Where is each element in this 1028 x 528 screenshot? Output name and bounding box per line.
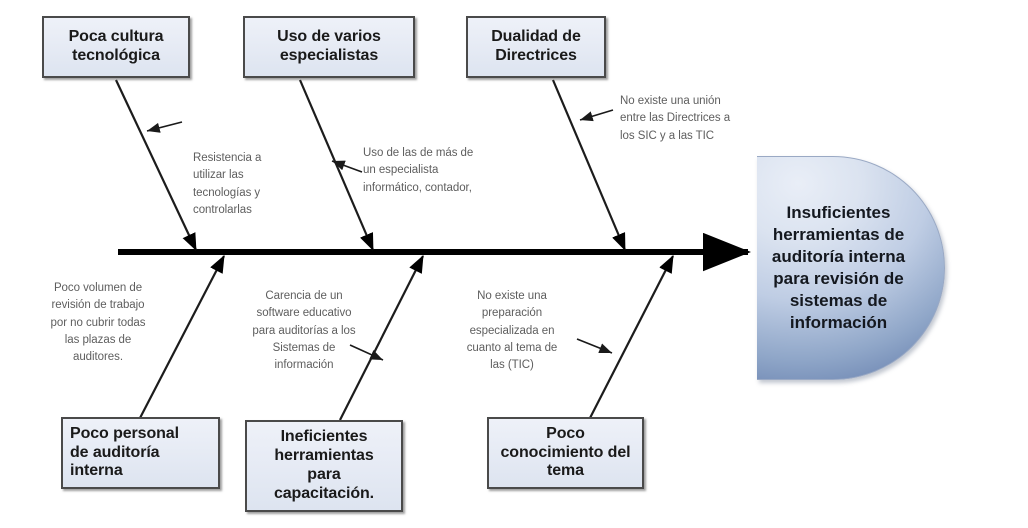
cause-box-label: Dualidad de Directrices — [491, 28, 581, 64]
cause-box-label: Poca cultura tecnológica — [68, 28, 164, 64]
bone-bottom-1 — [139, 255, 225, 419]
note-pointer-bottom-3 — [576, 338, 613, 354]
note-no-existe-union-directrices: No existe una unión entre las Directrice… — [620, 93, 780, 145]
cause-box-ineficientes-herramientas-capacitacion[interactable]: Ineficientes herramientas para capacitac… — [245, 420, 403, 512]
cause-box-label: Uso de varios especialistas — [277, 28, 381, 64]
cause-box-label: Poco personal de auditoría interna — [70, 424, 179, 480]
note-text: No existe una unión entre las Directrice… — [620, 95, 731, 142]
note-resistencia-tecnologias: Resistencia a utilizar las tecnologías y… — [193, 150, 313, 219]
note-pointer-top-2 — [331, 160, 363, 173]
note-text: Uso de las de más de un especialista inf… — [363, 147, 474, 194]
note-uso-mas-de-un-especialista: Uso de las de más de un especialista inf… — [363, 145, 523, 197]
cause-box-poco-personal-auditoria-interna[interactable]: Poco personal de auditoría interna — [61, 417, 220, 489]
note-pointer-bottom-2 — [349, 344, 384, 361]
note-text: Poco volumen de revisión de trabajo por … — [50, 282, 146, 363]
bone-bottom-3 — [589, 255, 674, 419]
cause-box-poca-cultura-tecnologica[interactable]: Poca cultura tecnológica — [42, 16, 190, 78]
note-no-existe-preparacion-tic: No existe una preparación especializada … — [442, 288, 582, 374]
bone-top-1 — [115, 79, 197, 251]
note-carencia-software-educativo: Carencia de un software educativo para a… — [228, 288, 380, 374]
cause-box-dualidad-de-directrices[interactable]: Dualidad de Directrices — [466, 16, 606, 78]
effect-head-shape[interactable]: Insuficientes herramientas de auditoría … — [757, 156, 945, 380]
note-pointer-top-1 — [146, 121, 183, 133]
note-pointer-top-3 — [579, 109, 614, 122]
cause-box-uso-de-varios-especialistas[interactable]: Uso de varios especialistas — [243, 16, 415, 78]
note-poco-volumen-revision: Poco volumen de revisión de trabajo por … — [22, 280, 174, 366]
bone-bottom-2 — [339, 255, 424, 421]
cause-box-label: Ineficientes herramientas para capacitac… — [273, 428, 375, 502]
cause-box-poco-conocimiento-del-tema[interactable]: Poco conocimiento del tema — [487, 417, 644, 489]
cause-box-label: Poco conocimiento del tema — [500, 424, 631, 480]
note-text: Resistencia a utilizar las tecnologías y… — [193, 152, 262, 216]
bone-top-3 — [551, 79, 627, 252]
effect-head-label: Insuficientes herramientas de auditoría … — [771, 202, 906, 333]
note-text: Carencia de un software educativo para a… — [252, 290, 356, 371]
note-text: No existe una preparación especializada … — [466, 290, 558, 371]
